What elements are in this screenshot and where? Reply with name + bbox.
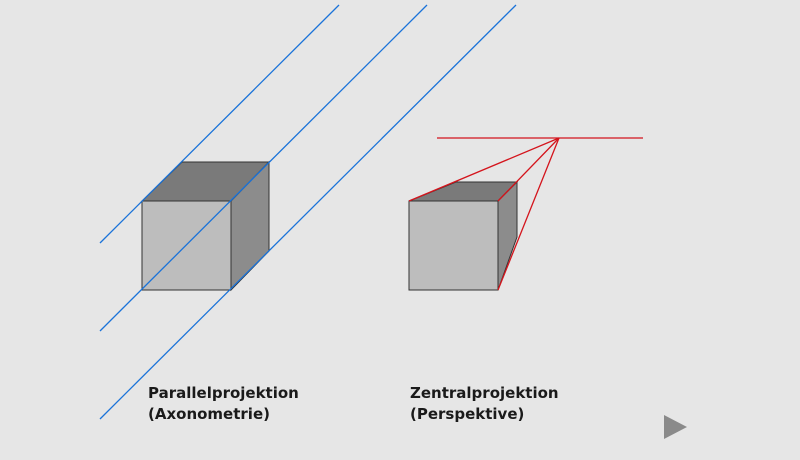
caption-central-title: Zentralprojektion xyxy=(410,384,559,402)
play-triangle-icon xyxy=(664,415,687,439)
caption-parallel-subtitle: (Axonometrie) xyxy=(148,405,270,423)
caption-central-subtitle: (Perspektive) xyxy=(410,405,525,423)
central-ray-1 xyxy=(408,137,560,202)
central-ray-3 xyxy=(497,137,560,291)
caption-parallel-projection: Parallelprojektion (Axonometrie) xyxy=(148,383,299,425)
next-button[interactable] xyxy=(662,414,688,440)
central-cube-front-face xyxy=(408,200,499,291)
parallel-projection-group xyxy=(99,4,517,420)
caption-central-projection: Zentralprojektion (Perspektive) xyxy=(410,383,559,425)
parallel-ray-2 xyxy=(99,4,428,332)
central-ray-2 xyxy=(497,137,560,202)
parallel-ray-3 xyxy=(99,4,517,420)
parallel-ray-1 xyxy=(99,4,340,244)
caption-parallel-title: Parallelprojektion xyxy=(148,384,299,402)
central-projection-group xyxy=(408,137,643,291)
